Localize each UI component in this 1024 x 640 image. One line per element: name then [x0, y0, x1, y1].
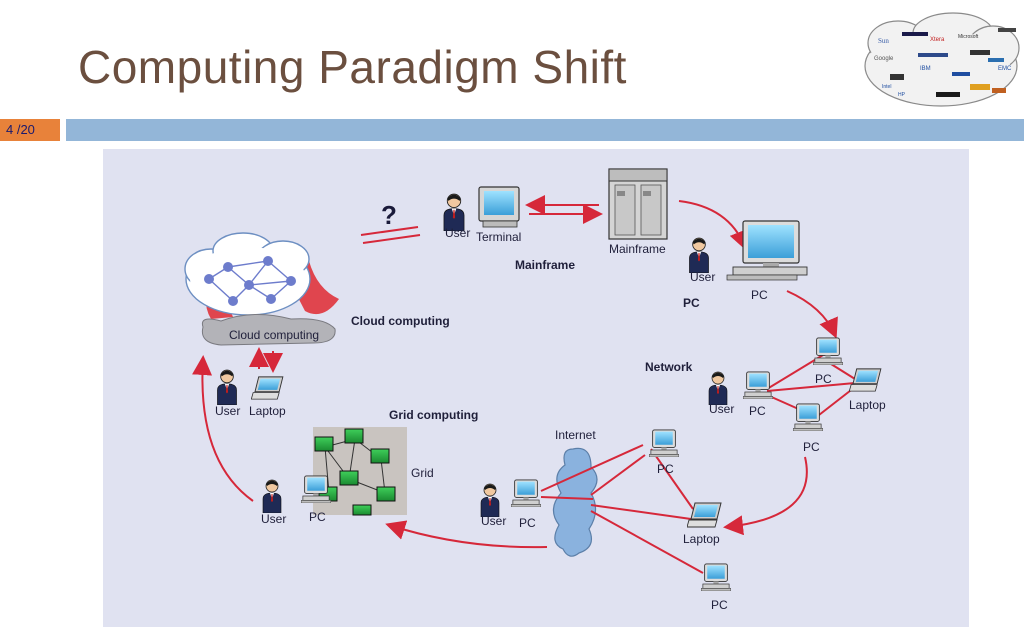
title-bar	[66, 119, 1024, 141]
cloud-nodes	[204, 256, 296, 306]
cloud-user-icon	[216, 369, 238, 405]
grid-section-label: Grid computing	[389, 408, 478, 422]
internet-label: Internet	[555, 428, 596, 442]
terminal-icon	[478, 186, 520, 228]
network-laptop-label: Laptop	[849, 398, 886, 412]
broken-link-line-2	[362, 234, 421, 244]
mainframe-section-label: Mainframe	[515, 258, 575, 272]
logo-xtera: Xtera	[930, 37, 945, 43]
internet-pc-top-icon	[649, 429, 679, 457]
network-pc-main-icon	[743, 371, 773, 399]
network-pc-bottom-icon	[793, 403, 823, 431]
pc-user-group: User PC PC	[683, 220, 808, 310]
network-pc-bottom-label: PC	[803, 440, 820, 454]
network-pc-top-label: PC	[815, 372, 832, 386]
cloud-shape	[184, 232, 339, 319]
network-laptop-icon	[849, 368, 882, 392]
pc-user-label: User	[690, 270, 715, 284]
terminal-label: Terminal	[476, 230, 521, 244]
arrow-grid-to-cloud	[192, 355, 254, 502]
internet-pc-bottom-label: PC	[711, 598, 728, 612]
internet-pc-main-icon	[511, 479, 541, 507]
cloud-laptop-icon	[251, 376, 284, 400]
internet-pc-main-label: PC	[519, 516, 536, 530]
logo-intel: Intel	[882, 84, 891, 90]
logo-sun: Sun	[878, 37, 889, 45]
internet-pc-bottom-icon	[701, 563, 731, 591]
pc-device-label: PC	[751, 288, 768, 302]
vendor-logo-cloud: Sun Google IBM Microsoft EMC Xtera Intel…	[864, 12, 1020, 107]
cloud-computing-center-label: Cloud computing	[229, 328, 319, 342]
cloud-user-arrows	[249, 347, 283, 373]
cloud-laptop-label: Laptop	[249, 404, 286, 418]
paradigm-diagram: ? User Terminal Mainframe Mainframe User	[103, 149, 969, 627]
internet-pc-top-label: PC	[657, 462, 674, 476]
internet-links	[540, 444, 704, 574]
grid-user-icon	[262, 479, 282, 513]
question-mark: ?	[381, 200, 397, 230]
grid-user-label: User	[261, 512, 286, 526]
arrow-pc-to-network	[786, 290, 838, 339]
cloud-user-label: User	[215, 404, 240, 418]
internet-user-icon	[480, 483, 500, 517]
pc-user-icon	[688, 237, 710, 273]
mainframe-icon	[608, 168, 668, 240]
grid-pc-label: PC	[309, 510, 326, 524]
mainframe-device-label: Mainframe	[609, 242, 666, 256]
question-mark-group: ?	[360, 200, 421, 244]
network-pc-top-icon	[813, 337, 843, 365]
logo-microsoft: Microsoft	[958, 34, 979, 40]
pc-computer-icon	[726, 220, 808, 281]
internet-user-label: User	[481, 514, 506, 528]
page-number: 4 /20	[0, 119, 60, 141]
broken-link-line-1	[360, 226, 419, 236]
terminal-user-label: User	[445, 226, 470, 240]
slide-title: Computing Paradigm Shift	[78, 41, 627, 93]
logo-hp: HP	[898, 92, 906, 98]
arrow-mainframe-to-pc	[678, 200, 749, 251]
network-user-icon	[708, 371, 728, 405]
logo-ibm: IBM	[920, 66, 931, 72]
network-pc-main-label: PC	[749, 404, 766, 418]
internet-cloud-icon	[552, 447, 598, 557]
network-section-label: Network	[645, 360, 693, 374]
terminal-user-group: User Terminal	[443, 186, 521, 244]
cloud-section-label: Cloud computing	[351, 314, 450, 328]
arrow-internet-to-grid	[385, 520, 548, 549]
internet-laptop-label: Laptop	[683, 532, 720, 546]
network-user-label: User	[709, 402, 734, 416]
pc-section-label: PC	[683, 296, 700, 310]
arrow-network-to-internet	[723, 456, 808, 536]
logo-google: Google	[874, 56, 894, 62]
grid-label: Grid	[411, 466, 434, 480]
cloud-computing-banner: Cloud computing	[201, 313, 336, 346]
logo-emc: EMC	[998, 66, 1012, 72]
grid-pc-icon	[301, 475, 331, 503]
diagram-canvas: ? User Terminal Mainframe Mainframe User	[184, 168, 886, 612]
logo-marks: Sun Google IBM Microsoft EMC Xtera Intel…	[874, 28, 1016, 98]
terminal-mainframe-arrows	[525, 195, 603, 224]
